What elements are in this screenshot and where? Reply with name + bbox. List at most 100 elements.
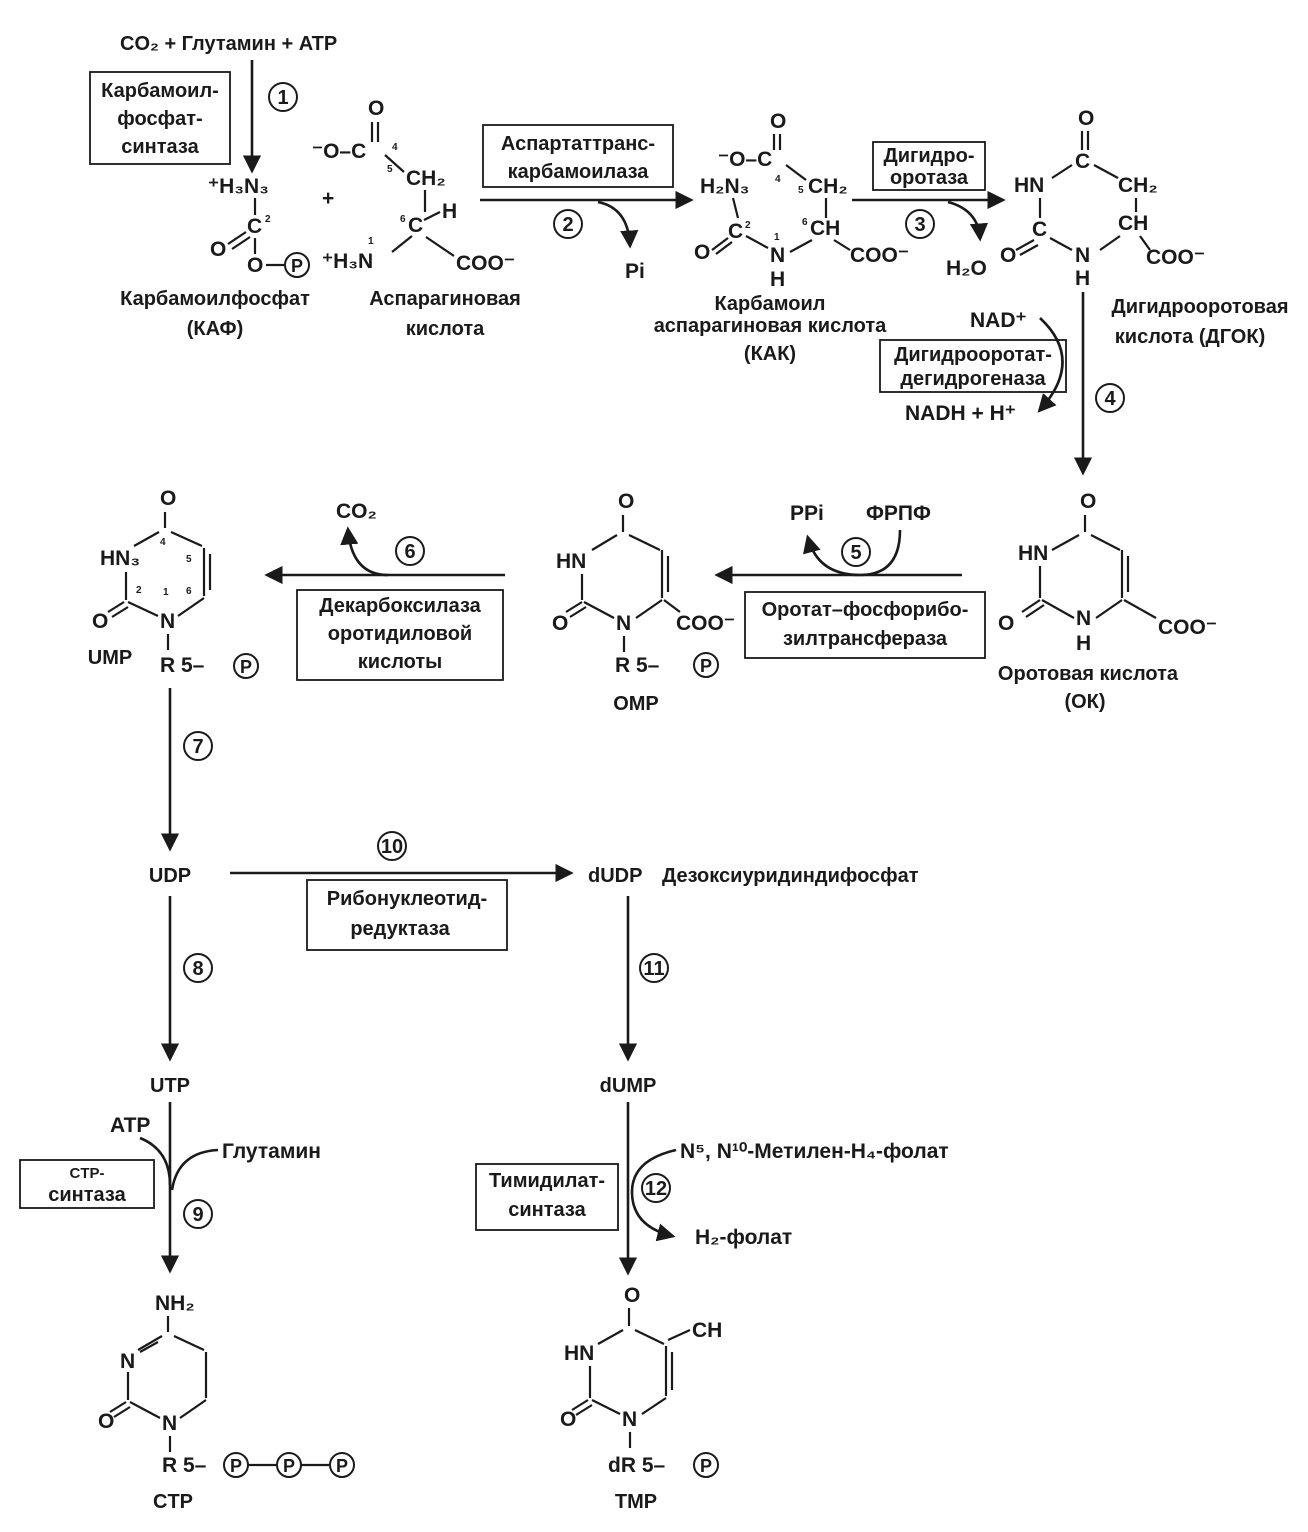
svg-text:4: 4	[1104, 388, 1116, 410]
svg-text:O: O	[998, 612, 1014, 635]
enzyme-aspartate-transcarbamoylase: Аспартаттранс- карбамоилаза	[482, 124, 674, 188]
methylene-folate-label: N⁵, N¹⁰-Метилен-H₄-фолат	[680, 1140, 949, 1163]
svg-text:1: 1	[163, 587, 169, 598]
dgok-label: Дигидрооротовая кислота (ДГОК)	[1111, 296, 1288, 348]
svg-text:C: C	[1075, 150, 1090, 173]
svg-text:+: +	[322, 187, 334, 210]
svg-text:7: 7	[192, 736, 203, 758]
svg-text:синтаза: синтаза	[121, 136, 199, 158]
step5-marker: 5	[841, 537, 871, 567]
svg-text:Аспартаттранс-: Аспартаттранс-	[501, 133, 655, 155]
ump-label: UMP	[88, 647, 132, 669]
step6-marker: 6	[395, 536, 425, 566]
svg-text:O: O	[210, 238, 226, 261]
svg-text:NH₂: NH₂	[155, 1292, 195, 1315]
enzyme-orotidylate-decarboxylase: Декарбоксилаза оротидиловой кислоты	[296, 589, 504, 681]
step7-marker: 7	[183, 731, 213, 761]
svg-text:H: H	[1076, 632, 1091, 655]
svg-text:O: O	[1078, 107, 1094, 130]
step10-marker: 10	[377, 831, 407, 861]
svg-text:зилтрансфераза: зилтрансфераза	[783, 628, 948, 650]
svg-text:фосфат-: фосфат-	[117, 108, 202, 130]
svg-text:Дигидро-: Дигидро-	[884, 145, 975, 167]
pi-release-arrow	[597, 200, 639, 249]
svg-text:5: 5	[387, 164, 393, 175]
pi-label: Pi	[625, 260, 645, 283]
nad-conversion-arrow	[1037, 317, 1064, 413]
svg-text:CH: CH	[1118, 212, 1148, 235]
svg-text:синтаза: синтаза	[508, 1199, 586, 1221]
svg-text:(ОК): (ОК)	[1064, 691, 1105, 713]
step12-marker: 12	[641, 1173, 671, 1203]
step3-marker: 3	[905, 209, 935, 239]
svg-text:11: 11	[643, 958, 664, 980]
step2-marker: 2	[553, 209, 583, 239]
svg-text:O: O	[1000, 244, 1016, 267]
h2o-release-arrow	[947, 200, 989, 242]
svg-text:COO⁻: COO⁻	[456, 252, 515, 275]
svg-text:N: N	[160, 610, 175, 633]
svg-text:карбамоилаза: карбамоилаза	[508, 161, 650, 183]
svg-text:CH: CH	[810, 217, 840, 240]
svg-text:CH₂: CH₂	[1118, 174, 1158, 197]
svg-text:4: 4	[160, 537, 166, 548]
enzyme-thymidylate-synthase: Тимидилат- синтаза	[475, 1163, 619, 1231]
svg-text:Аспарагиновая: Аспарагиновая	[369, 288, 521, 310]
ok-label: Оротовая кислота (ОК)	[998, 663, 1179, 713]
svg-text:1: 1	[277, 87, 288, 109]
glutamine-input-curve	[170, 1148, 219, 1191]
tmp-structure: O HN CH O N dR 5– P	[560, 1284, 722, 1478]
svg-text:6: 6	[186, 586, 192, 597]
svg-text:(КАФ): (КАФ)	[187, 318, 244, 340]
co2-release-arrow	[340, 526, 389, 577]
omp-label: OMP	[613, 693, 659, 715]
nad-label: NAD⁺	[970, 309, 1027, 332]
svg-text:O: O	[618, 490, 634, 513]
ump-structure: O 4 5 HN₃ 2 1 6 O N R 5– P	[92, 487, 259, 679]
svg-text:оротидиловой: оротидиловой	[328, 623, 472, 645]
svg-text:HN₃: HN₃	[100, 547, 140, 570]
svg-text:P: P	[291, 256, 303, 276]
svg-text:1: 1	[368, 236, 374, 247]
svg-text:P: P	[240, 657, 252, 677]
asp-label: Аспарагиновая кислота	[369, 288, 521, 340]
svg-text:C: C	[728, 220, 743, 243]
svg-text:⁻O–C: ⁻O–C	[312, 140, 366, 163]
utp-label: UTP	[150, 1075, 190, 1097]
svg-text:HN: HN	[556, 550, 586, 573]
svg-text:N: N	[1075, 244, 1090, 267]
svg-text:N: N	[770, 244, 785, 267]
ppi-label: PPi	[790, 502, 824, 525]
svg-text:редуктаза: редуктаза	[350, 918, 450, 940]
svg-text:O: O	[694, 241, 710, 264]
ctp-structure: NH₂ N O N R 5– P P P	[98, 1292, 355, 1478]
enzyme-dihydroorotate-dehydrogenase: Дигидрооротат- дегидрогеназа	[879, 339, 1067, 393]
svg-text:5: 5	[850, 542, 861, 564]
svg-text:O: O	[368, 97, 384, 120]
tmp-label: TMP	[615, 1491, 657, 1513]
kaf-label: Карбамоилфосфат (КАФ)	[120, 288, 310, 340]
step1-marker: 1	[268, 82, 298, 112]
svg-text:CTP-: CTP-	[70, 1165, 105, 1182]
svg-text:⁺H₃N: ⁺H₃N	[322, 250, 373, 273]
glutamine-label: Глутамин	[222, 1140, 321, 1163]
svg-text:O: O	[560, 1408, 576, 1431]
svg-text:10: 10	[381, 836, 403, 858]
udp-label: UDP	[149, 865, 191, 887]
enzyme-carbamoyl-phosphate-synthase: Карбамоил- фосфат- синтаза	[89, 71, 231, 165]
svg-text:Карбамоилфосфат: Карбамоилфосфат	[120, 288, 310, 310]
svg-text:P: P	[283, 1456, 295, 1476]
orotic-acid-structure: O HN O N H COO⁻	[998, 490, 1217, 655]
svg-text:4: 4	[392, 142, 398, 153]
nadh-label: NADH + H⁺	[905, 402, 1016, 425]
svg-text:синтаза: синтаза	[48, 1184, 126, 1206]
reactants-label: CO₂ + Глутамин + ATP	[120, 33, 337, 55]
svg-text:N: N	[1076, 607, 1091, 630]
svg-text:CH₂: CH₂	[808, 175, 848, 198]
svg-text:аспарагиновая кислота: аспарагиновая кислота	[654, 315, 887, 337]
svg-text:O: O	[247, 254, 263, 277]
